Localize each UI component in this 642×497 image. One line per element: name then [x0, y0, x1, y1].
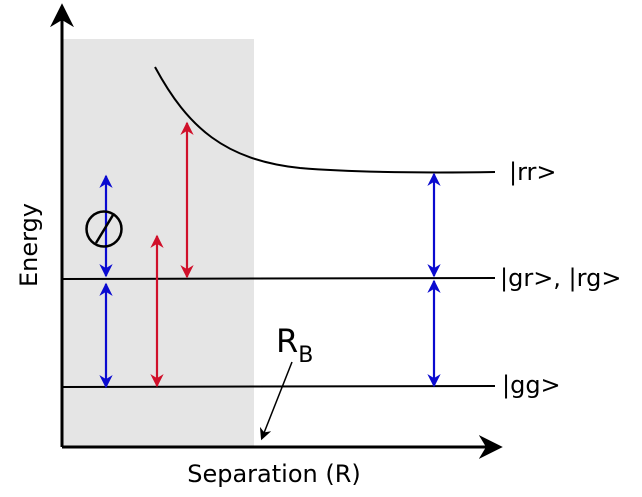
blockade-radius-label: RB: [276, 322, 313, 368]
blockade-radius-symbol: R: [276, 322, 298, 360]
y-axis-label: Energy: [15, 203, 43, 287]
level-label-gg: |gg>: [502, 371, 561, 399]
level-curve-rr: [154, 66, 496, 174]
level-label-rr: |rr>: [509, 158, 557, 186]
level-label-gr-rg: |gr>, |rg>: [500, 264, 621, 292]
prohibition-icon: [85, 210, 123, 248]
blockade-radius-subscript: B: [298, 343, 313, 368]
blockade-radius-pointer: [259, 361, 293, 441]
level-line-gr-rg: [61, 277, 496, 280]
x-axis-label: Separation (R): [187, 460, 361, 488]
level-line-gg: [61, 385, 496, 388]
